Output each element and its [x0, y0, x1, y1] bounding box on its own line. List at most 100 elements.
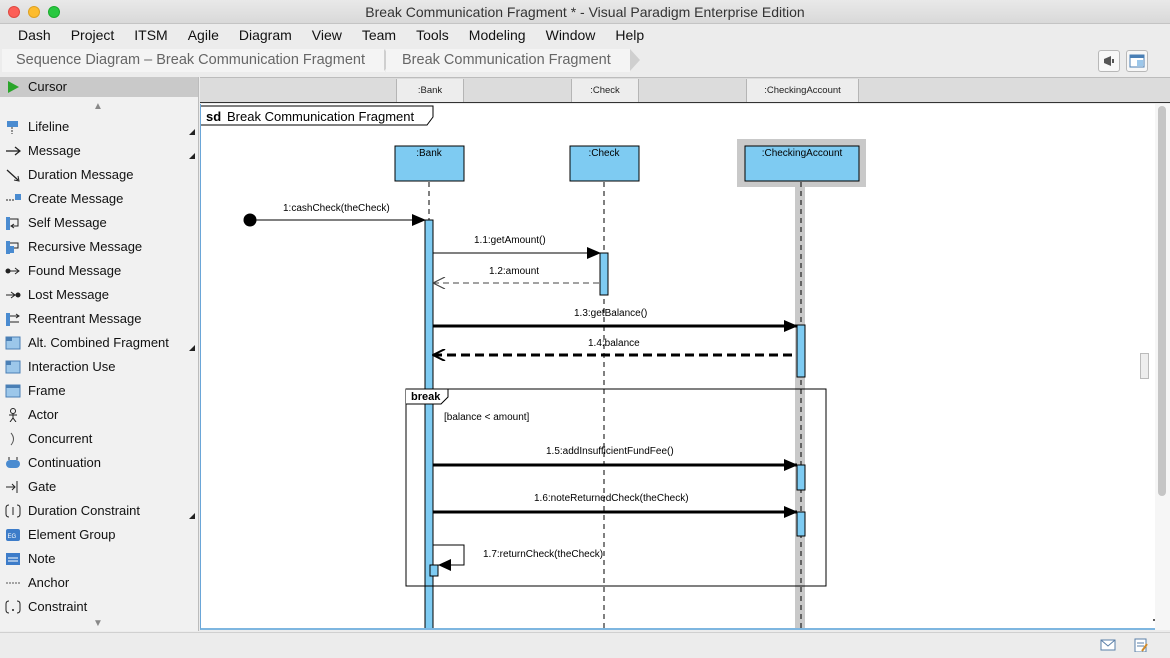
breadcrumb-item-frame[interactable]: Break Communication Fragment: [386, 49, 630, 72]
palette-scroll-up[interactable]: ▲: [93, 101, 103, 112]
palette-item-label: Actor: [28, 407, 59, 422]
title-bar: Break Communication Fragment * - Visual …: [0, 0, 1170, 24]
palette-element-group[interactable]: EG Element Group: [0, 523, 198, 547]
palette-create-message[interactable]: Create Message: [0, 187, 198, 211]
palette-continuation[interactable]: Continuation: [0, 451, 198, 475]
message-label-1-2: 1.2:amount: [489, 266, 539, 277]
actor-icon: [9, 408, 17, 422]
message-label-1-3: 1.3:getBalance(): [574, 308, 647, 319]
menu-itsm[interactable]: ITSM: [134, 27, 168, 43]
duration-message-icon: [6, 169, 20, 182]
activation-checkingaccount[interactable]: [796, 324, 806, 378]
lifeline-head-checkingaccount[interactable]: [744, 145, 860, 182]
palette-frame[interactable]: Frame: [0, 379, 198, 403]
notes-icon[interactable]: [1133, 638, 1149, 652]
menu-window[interactable]: Window: [545, 27, 596, 43]
continuation-icon: [6, 457, 20, 468]
palette-item-label: Constraint: [28, 599, 88, 614]
submenu-indicator: [189, 345, 195, 351]
combined-fragment-icon: [5, 336, 21, 350]
palette-message[interactable]: Message: [0, 139, 198, 163]
canvas-vertical-scrollbar[interactable]: [1155, 104, 1170, 630]
lifeline-head-check[interactable]: [569, 145, 640, 182]
palette-item-label: Self Message: [28, 215, 107, 230]
close-window-button[interactable]: [8, 6, 20, 18]
palette-anchor[interactable]: Anchor: [0, 571, 198, 595]
palette-found-message[interactable]: Found Message: [0, 259, 198, 283]
palette-self-message[interactable]: Self Message: [0, 211, 198, 235]
palette-item-label: Lost Message: [28, 287, 109, 302]
gate-icon: [6, 481, 18, 493]
palette-concurrent[interactable]: Concurrent: [0, 427, 198, 451]
mail-icon[interactable]: [1100, 638, 1116, 652]
palette-constraint[interactable]: Constraint: [0, 595, 198, 619]
palette-reentrant-message[interactable]: Reentrant Message: [0, 307, 198, 331]
palette-item-label: Element Group: [28, 527, 116, 542]
diagram-canvas[interactable]: sd Break Communication Fragment :Bank :C…: [200, 104, 1155, 630]
activation-checkingaccount[interactable]: [796, 511, 806, 537]
palette-duration-constraint[interactable]: Duration Constraint: [0, 499, 198, 523]
announce-button[interactable]: [1098, 50, 1120, 72]
palette-cursor-item[interactable]: Cursor: [0, 77, 198, 97]
menu-agile[interactable]: Agile: [187, 27, 219, 43]
menu-help[interactable]: Help: [615, 27, 645, 43]
cursor-icon: [8, 81, 19, 93]
menu-project[interactable]: Project: [70, 27, 115, 43]
palette-duration-message[interactable]: Duration Message: [0, 163, 198, 187]
diagram-toolbar-palette: Cursor ▲ Lifeline Message Duration Messa…: [0, 77, 199, 631]
palette-gate[interactable]: Gate: [0, 475, 198, 499]
panel-splitter-grip[interactable]: [1140, 353, 1149, 379]
menu-dash[interactable]: Dash: [18, 27, 51, 43]
palette-item-label: Lifeline: [28, 119, 70, 134]
palette-scroll-down[interactable]: ▼: [93, 618, 103, 629]
breadcrumb-item-diagram[interactable]: Sequence Diagram – Break Communication F…: [2, 49, 385, 72]
message-1-7-arrowhead: [438, 559, 451, 571]
sequence-diagram[interactable]: sd Break Communication Fragment :Bank :C…: [201, 104, 1155, 630]
panel-toggle-button[interactable]: [1126, 50, 1148, 72]
minimize-window-button[interactable]: [28, 6, 40, 18]
menu-team[interactable]: Team: [361, 27, 397, 43]
activation-check[interactable]: [599, 252, 609, 296]
maximize-window-button[interactable]: [48, 6, 60, 18]
palette-interaction-use[interactable]: Interaction Use: [0, 355, 198, 379]
palette-item-label: Found Message: [28, 263, 122, 278]
submenu-indicator: [189, 153, 195, 159]
message-label-1-1: 1.1:getAmount(): [474, 235, 546, 246]
palette-note[interactable]: Note: [0, 547, 198, 571]
panel-icon: [1129, 54, 1145, 68]
palette-item-label: Anchor: [28, 575, 70, 590]
scrollbar-thumb[interactable]: [1158, 106, 1166, 496]
constraint-icon: [5, 600, 21, 614]
palette-lost-message[interactable]: Lost Message: [0, 283, 198, 307]
palette-lifeline[interactable]: Lifeline: [0, 115, 198, 139]
lifeline-tab-bank[interactable]: :Bank: [396, 79, 464, 102]
submenu-indicator: [189, 129, 195, 135]
activation-bank[interactable]: [424, 219, 434, 630]
palette-recursive-message[interactable]: Recursive Message: [0, 235, 198, 259]
break-fragment[interactable]: [405, 388, 827, 587]
palette-item-label: Create Message: [28, 191, 124, 206]
lifeline-tab-check[interactable]: :Check: [571, 79, 639, 102]
menu-bar: Dash Project ITSM Agile Diagram View Tea…: [0, 24, 1170, 46]
palette-actor[interactable]: Actor: [0, 403, 198, 427]
palette-item-label: Note: [28, 551, 56, 566]
reentrant-message-icon: [6, 313, 20, 326]
menu-tools[interactable]: Tools: [416, 27, 449, 43]
self-message-icon: [6, 217, 19, 230]
menu-view[interactable]: View: [311, 27, 342, 43]
activation-checkingaccount[interactable]: [796, 464, 806, 491]
lifeline-tab-checkingaccount[interactable]: :CheckingAccount: [746, 79, 859, 102]
element-group-icon: EG: [6, 529, 20, 541]
menu-modeling[interactable]: Modeling: [468, 27, 526, 43]
palette-item-label: Alt. Combined Fragment: [28, 335, 169, 350]
palette-item-label: Frame: [28, 383, 66, 398]
palette-alt-combined-fragment[interactable]: Alt. Combined Fragment: [0, 331, 198, 355]
palette-cursor-label: Cursor: [28, 79, 68, 94]
frame-title[interactable]: Break Communication Fragment: [227, 109, 415, 124]
activation-bank-self[interactable]: [429, 564, 439, 577]
palette-item-label: Gate: [28, 479, 57, 494]
recursive-message-icon: [6, 241, 19, 254]
menu-diagram[interactable]: Diagram: [238, 27, 292, 43]
lifeline-head-bank[interactable]: [394, 145, 465, 182]
